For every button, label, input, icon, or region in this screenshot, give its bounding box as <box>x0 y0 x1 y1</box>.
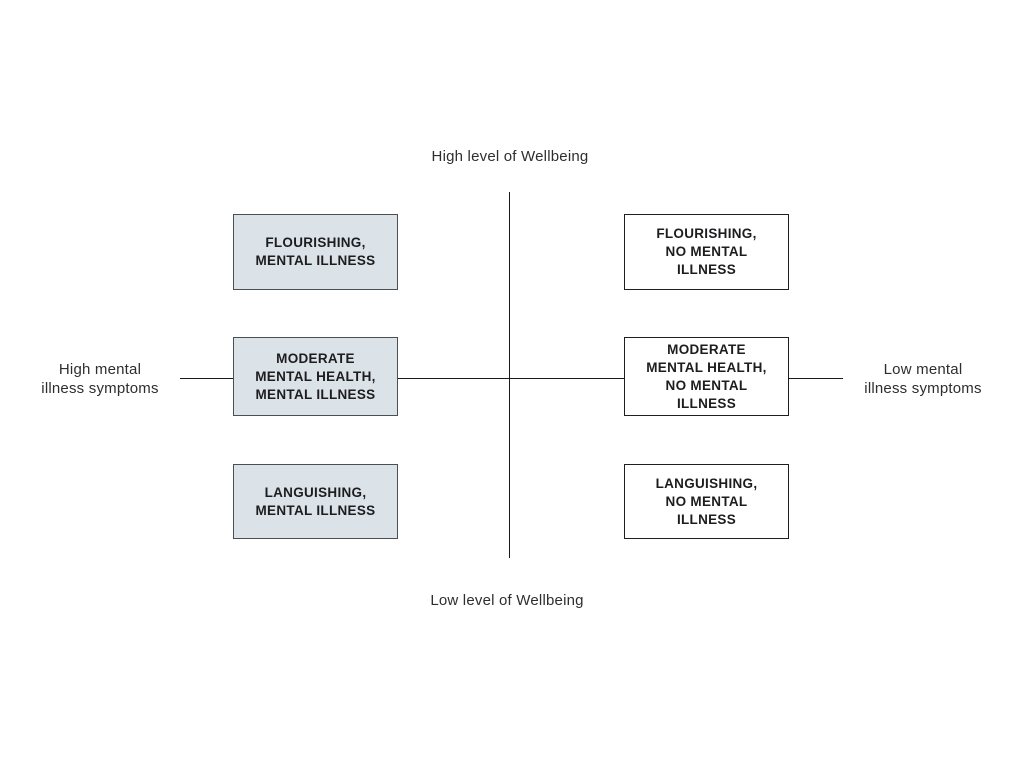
axis-label-low-wellbeing: Low level of Wellbeing <box>430 592 584 609</box>
quadrant-box-label: LANGUISHING, NO MENTAL ILLNESS <box>655 475 758 527</box>
axis-label-high-wellbeing: High level of Wellbeing <box>431 148 589 165</box>
quadrant-box-languishing-no-mental-illness: LANGUISHING, NO MENTAL ILLNESS <box>624 464 789 539</box>
quadrant-box-languishing-mental-illness: LANGUISHING, MENTAL ILLNESS <box>233 464 398 539</box>
quadrant-box-label: FLOURISHING, NO MENTAL ILLNESS <box>656 226 757 277</box>
quadrant-box-moderate-mental-health-no-mental-illness: MODERATE MENTAL HEALTH, NO MENTAL ILLNES… <box>624 337 789 416</box>
axis-label-low-illness-symptoms: Low mental illness symptoms <box>864 361 982 397</box>
illness-symptoms-axis-line <box>180 378 843 379</box>
quadrant-box-label: LANGUISHING, MENTAL ILLNESS <box>255 484 376 518</box>
quadrant-box-flourishing-mental-illness: FLOURISHING, MENTAL ILLNESS <box>233 214 398 290</box>
quadrant-box-label: FLOURISHING, MENTAL ILLNESS <box>255 235 376 268</box>
quadrant-box-flourishing-no-mental-illness: FLOURISHING, NO MENTAL ILLNESS <box>624 214 789 290</box>
quadrant-box-label: MODERATE MENTAL HEALTH, MENTAL ILLNESS <box>255 350 376 402</box>
axis-label-high-illness-symptoms: High mental illness symptoms <box>41 361 159 397</box>
quadrant-box-label: MODERATE MENTAL HEALTH, NO MENTAL ILLNES… <box>646 341 767 411</box>
wellbeing-axis-line <box>509 192 510 558</box>
quadrant-box-moderate-mental-health-mental-illness: MODERATE MENTAL HEALTH, MENTAL ILLNESS <box>233 337 398 416</box>
